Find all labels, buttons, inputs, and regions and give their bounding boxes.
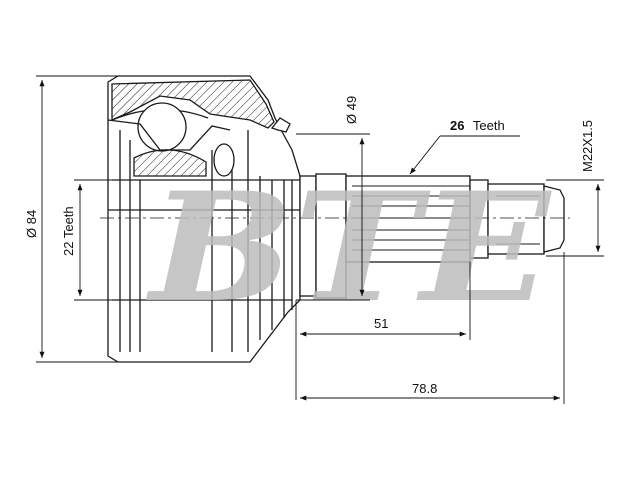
dim-bell-diameter: Ø 49: [344, 96, 359, 124]
dim-shaft-length: 51: [374, 316, 388, 331]
boot-clip: [270, 117, 291, 133]
dim-spline-teeth: 26 Teeth: [450, 117, 505, 134]
dim-inner-teeth: 22 Teeth: [61, 206, 76, 256]
dim-spline-teeth-word: Teeth: [473, 118, 505, 133]
dim-total-length: 78.8: [412, 381, 437, 396]
dim-outer-diameter: Ø 84: [24, 210, 39, 238]
dim-thread: M22X1.5: [580, 120, 595, 172]
dim-spline-teeth-count: 26: [450, 118, 464, 133]
dimension-lines: [36, 75, 604, 404]
ball-cage: [107, 102, 235, 180]
spline-shaft: [299, 173, 565, 299]
watermark-logo: BTE: [145, 160, 553, 336]
